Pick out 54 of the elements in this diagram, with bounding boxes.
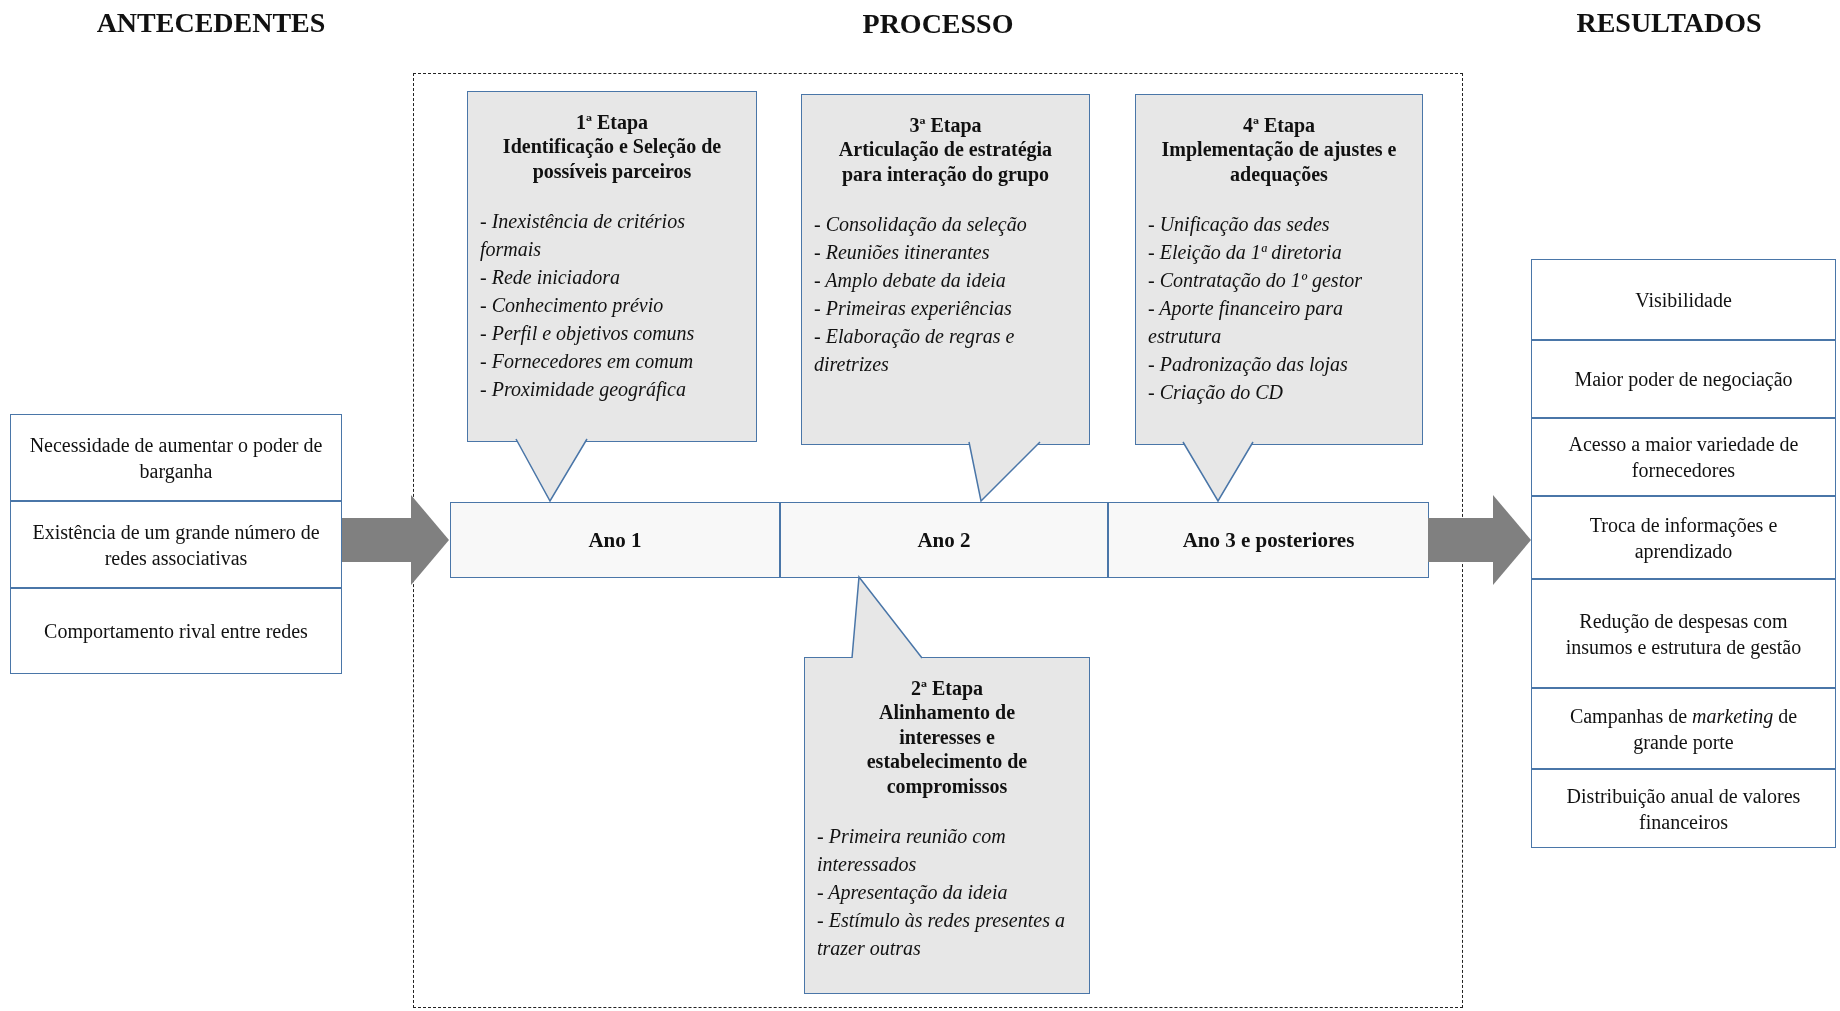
- timeline-cell: Ano 2: [780, 502, 1108, 578]
- callout-box: [467, 91, 757, 442]
- text-box: Campanhas de marketing de grande porte: [1531, 688, 1836, 769]
- callout-box: [801, 94, 1090, 445]
- stage-item: - Apresentação da ideia: [817, 879, 1009, 906]
- stage-item: - Consolidação da seleção: [814, 212, 1028, 238]
- callout-box: [1135, 94, 1423, 445]
- stage-heading: Alinhamento de interesses e estabelecimento de compromissos: [865, 700, 1029, 798]
- stage-heading: Identificação e Seleção de possíveis parceiros: [501, 134, 723, 184]
- text-box: Troca de informações e aprendizado: [1531, 496, 1836, 579]
- stage-heading: 1ª Etapa: [574, 110, 650, 135]
- stage-heading: 2ª Etapa: [909, 676, 985, 701]
- stage-item: - Unificação das sedes: [1148, 212, 1331, 238]
- callout-box: [804, 657, 1090, 994]
- stage-item: - Rede iniciadora: [480, 265, 621, 291]
- stage-item: - Eleição da 1ª diretoria: [1148, 240, 1343, 266]
- stage-item: - Inexistência de critérios formais: [480, 209, 686, 263]
- stage-item: - Elaboração de regras e diretrizes: [814, 324, 1016, 378]
- callout-pointer: [968, 441, 1041, 503]
- column-heading: PROCESSO: [862, 8, 1014, 40]
- block-arrow: [1428, 495, 1531, 585]
- stage-heading: Articulação de estratégia para interação do grupo: [837, 137, 1054, 187]
- timeline-cell: Ano 1: [450, 502, 780, 578]
- text-box: Necessidade de aumentar o poder de barganha: [10, 414, 342, 501]
- text-box: Maior poder de negociação: [1531, 340, 1836, 418]
- callout-pointer: [515, 438, 588, 503]
- stage-item: - Primeiras experiências: [814, 296, 1013, 322]
- stage-item: - Estímulo às redes presentes a trazer outras: [817, 907, 1066, 961]
- text-box: Distribuição anual de valores financeiros: [1531, 769, 1836, 848]
- stage-heading: 3ª Etapa: [908, 113, 983, 138]
- text-box: Redução de despesas com insumos e estrutura de gestão: [1531, 579, 1836, 688]
- stage-item: - Padronização das lojas: [1148, 352, 1349, 378]
- stage-item: - Conhecimento prévio: [480, 293, 665, 319]
- stage-item: - Proximidade geográfica: [480, 377, 687, 403]
- stage-item: - Primeira reunião com interessados: [817, 823, 1007, 877]
- text-box: Acesso a maior variedade de fornecedores: [1531, 418, 1836, 496]
- block-arrow: [342, 495, 449, 585]
- stage-item: - Contratação do 1º gestor: [1148, 268, 1363, 294]
- stage-item: - Aporte financeiro para estrutura: [1148, 296, 1344, 350]
- stage-item: - Perfil e objetivos comuns: [480, 321, 696, 347]
- timeline-cell: Ano 3 e posteriores: [1108, 502, 1429, 578]
- stage-heading: 4ª Etapa: [1241, 113, 1317, 138]
- stage-heading: Implementação de ajustes e adequações: [1160, 137, 1398, 187]
- text-box: Existência de um grande número de redes associativas: [10, 501, 342, 588]
- stage-item: - Fornecedores em comum: [480, 349, 695, 375]
- callout-pointer: [851, 575, 923, 659]
- column-heading: ANTECEDENTES: [96, 7, 326, 39]
- text-box: Visibilidade: [1531, 259, 1836, 340]
- column-heading: RESULTADOS: [1576, 7, 1762, 39]
- stage-item: - Amplo debate da ideia: [814, 268, 1007, 294]
- stage-item: - Criação do CD: [1148, 380, 1284, 406]
- text-box: Comportamento rival entre redes: [10, 588, 342, 674]
- stage-item: - Reuniões itinerantes: [814, 240, 991, 266]
- callout-pointer: [1182, 441, 1254, 503]
